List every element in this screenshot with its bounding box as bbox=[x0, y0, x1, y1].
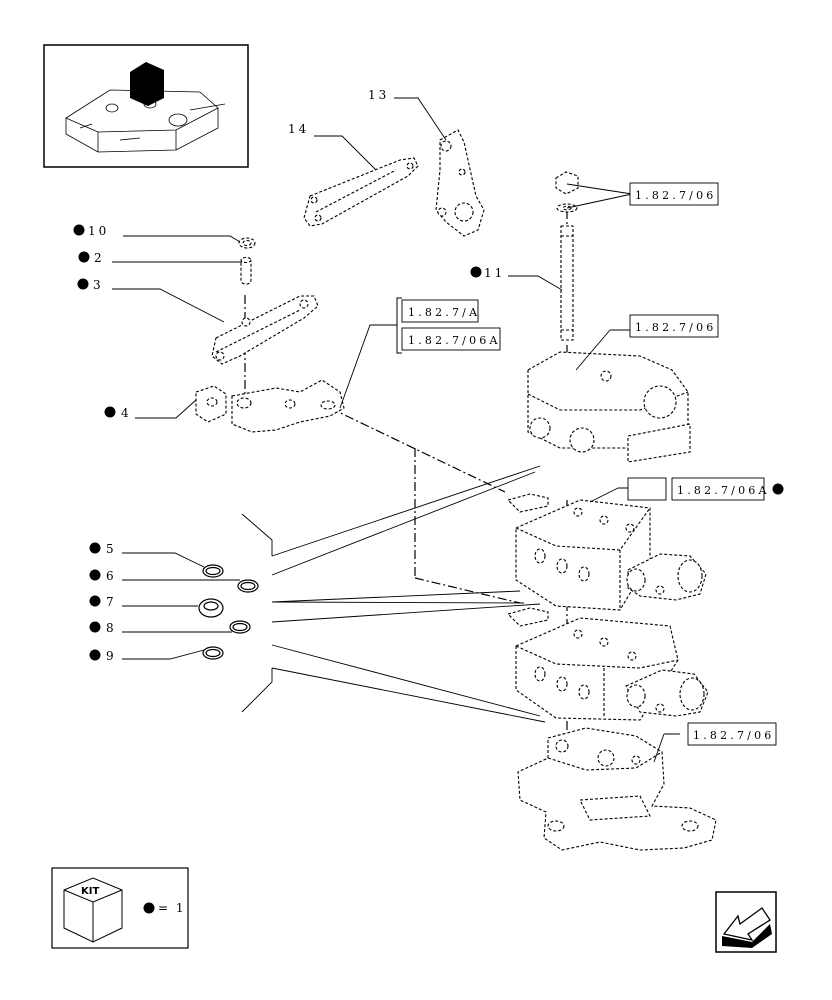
seal-group-lines bbox=[241, 465, 546, 723]
callout-11: 11 bbox=[484, 266, 505, 280]
callout-bullets bbox=[73, 224, 784, 661]
part-2-pin bbox=[240, 256, 252, 285]
callout-2: 2 bbox=[94, 251, 105, 265]
part-3-lever bbox=[211, 295, 319, 365]
kit-cube-icon bbox=[63, 877, 123, 943]
kit-label: KIT bbox=[81, 886, 99, 897]
callout-4: 4 bbox=[121, 406, 132, 420]
ref-1-82-7-06-bottom[interactable]: 1.82.7/06 bbox=[693, 729, 775, 742]
callout-13: 13 bbox=[368, 88, 389, 102]
part-12-valve-section bbox=[506, 493, 707, 611]
part-7-ring bbox=[198, 598, 224, 618]
callout-3: 3 bbox=[93, 278, 104, 292]
ref-1-82-7-06a-top[interactable]: 1.82.7/06A bbox=[408, 334, 501, 347]
callout-14: 14 bbox=[288, 122, 309, 136]
part-5-o-ring bbox=[202, 564, 224, 578]
callout-9: 9 bbox=[106, 649, 117, 663]
callout-8: 8 bbox=[106, 621, 117, 635]
bracket-part bbox=[231, 379, 345, 433]
previous-page-arrow-icon[interactable] bbox=[715, 891, 777, 953]
ref-1-82-7-06a-12[interactable]: 1.82.7/06A bbox=[677, 484, 770, 497]
valve-cover bbox=[527, 351, 691, 463]
valve-section-lower bbox=[506, 607, 709, 721]
callout-labels: 10 2 3 4 5 6 7 8 9 11 12 13 14 bbox=[88, 88, 656, 663]
ref-1-82-7-06-valve[interactable]: 1.82.7/06 bbox=[635, 321, 717, 334]
reference-boxes: 1.82.7/A 1.82.7/06A 1.82.7/06 1.82.7/06 … bbox=[396, 182, 777, 746]
part-10-clip bbox=[238, 237, 256, 249]
part-6-o-ring bbox=[237, 579, 259, 593]
leader-lines bbox=[112, 97, 680, 763]
callout-5: 5 bbox=[106, 542, 117, 556]
kit-equals-text: = 1 bbox=[158, 901, 186, 915]
callout-7: 7 bbox=[106, 595, 117, 609]
valve-base bbox=[517, 727, 717, 851]
part-8-o-ring bbox=[229, 620, 251, 634]
seal-rings bbox=[198, 564, 259, 660]
part-14-link bbox=[303, 157, 419, 227]
part-13-lift-arm bbox=[435, 129, 485, 237]
part-4-block bbox=[195, 385, 227, 423]
callout-10: 10 bbox=[88, 224, 109, 238]
assembly-thumbnail bbox=[43, 44, 249, 168]
part-9-o-ring bbox=[202, 646, 224, 660]
callout-6: 6 bbox=[106, 569, 117, 583]
ref-1-82-7-a[interactable]: 1.82.7/A bbox=[408, 306, 480, 319]
part-11-stud bbox=[555, 171, 579, 341]
ref-1-82-7-06-nut[interactable]: 1.82.7/06 bbox=[635, 189, 717, 202]
kit-legend: KIT = 1 bbox=[51, 867, 189, 949]
